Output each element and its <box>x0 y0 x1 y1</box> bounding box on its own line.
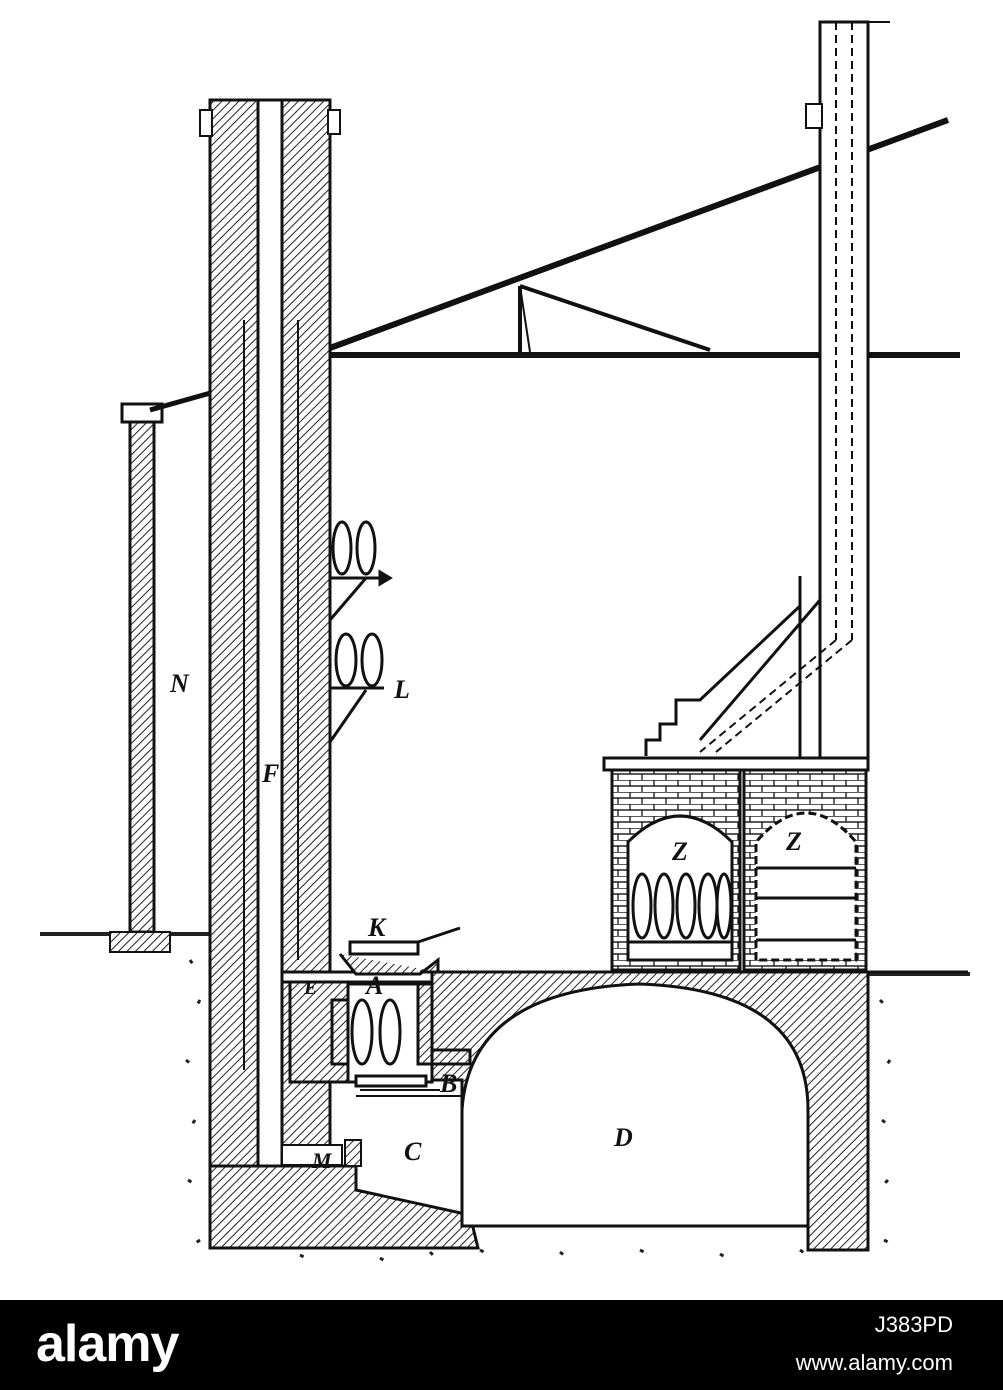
foundation-base <box>208 1139 480 1250</box>
label-l: L <box>393 675 410 704</box>
label-z-left: Z <box>671 837 688 866</box>
label-a: A <box>364 971 383 1000</box>
label-d: D <box>613 1123 633 1152</box>
arched-cellar-d <box>420 970 968 1252</box>
label-b: B <box>439 1069 457 1098</box>
label-c: C <box>404 1137 422 1166</box>
label-z-right: Z <box>785 827 802 856</box>
stock-image-id: J383PD <box>874 1312 953 1337</box>
furnace-firebox <box>280 926 461 1091</box>
stock-logo: alamy <box>36 1315 179 1373</box>
shelf-brackets-l <box>328 520 393 743</box>
label-k: K <box>367 913 387 942</box>
support-post-n <box>109 389 215 953</box>
label-f: F <box>261 759 279 788</box>
main-chimney <box>199 98 341 1250</box>
label-e: E <box>303 977 317 999</box>
stove-flue-chimney <box>698 20 890 772</box>
staircase <box>644 604 802 756</box>
label-m: M <box>311 1148 333 1173</box>
apparatus-diagram: N F L K E A B C M D Z Z <box>40 20 970 1263</box>
stock-url: www.alamy.com <box>795 1350 953 1375</box>
drying-chambers-z <box>602 756 870 972</box>
diagram-labels: N F L K E A B C M D Z Z <box>169 669 802 1173</box>
label-n: N <box>169 669 190 698</box>
stock-watermark-bar: alamy J383PD www.alamy.com <box>0 1300 1003 1390</box>
